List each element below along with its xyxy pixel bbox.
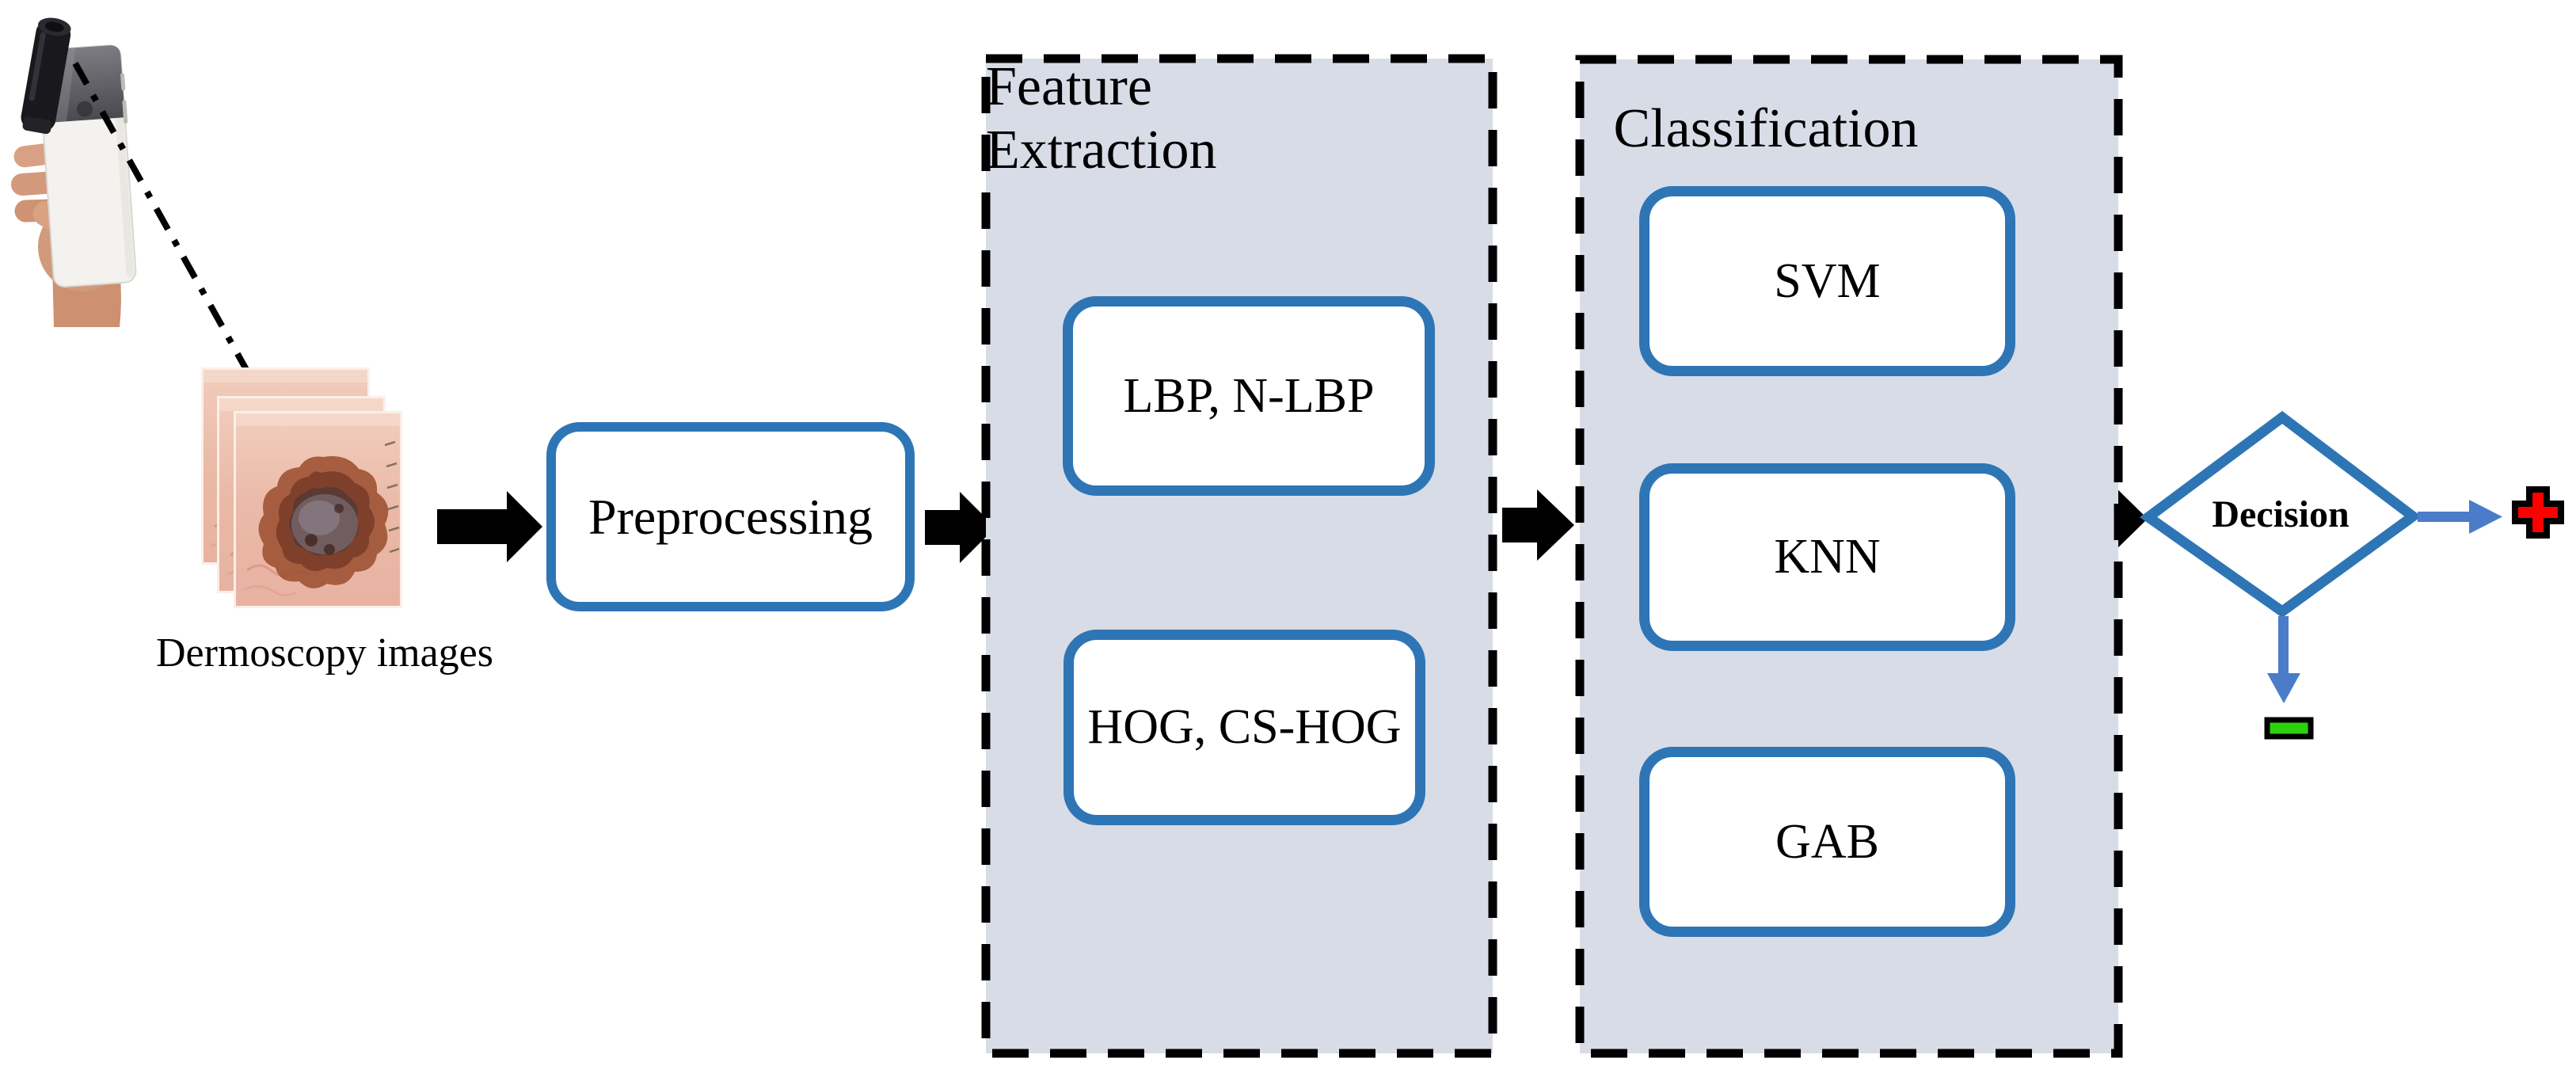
- negative-outcome-arrow: [2267, 616, 2300, 703]
- dermoscopy-image-stack: [201, 367, 402, 608]
- arrow-features-to-classification: [1502, 489, 1574, 561]
- hog-node: HOG, CS-HOG: [1064, 630, 1425, 825]
- dermoscopy-image: [234, 411, 402, 608]
- knn-label: KNN: [1774, 530, 1881, 584]
- svm-node: SVM: [1639, 186, 2015, 376]
- hog-label: HOG, CS-HOG: [1087, 700, 1402, 754]
- arrow-preprocessing-to-features: [925, 492, 995, 563]
- gab-label: GAB: [1775, 814, 1879, 869]
- lbp-node: LBP, N-LBP: [1063, 296, 1435, 496]
- green-minus-icon: [2264, 717, 2314, 740]
- feature-extraction-container: [981, 54, 1497, 1058]
- svm-label: SVM: [1774, 253, 1881, 308]
- preprocessing-node: Preprocessing: [546, 422, 915, 611]
- smartphone-dermoscope-illustration: [10, 17, 137, 327]
- gab-node: GAB: [1639, 747, 2015, 937]
- dermoscopy-images-label: Dermoscopy images: [155, 630, 493, 676]
- positive-outcome-arrow: [2418, 500, 2502, 534]
- preprocessing-label: Preprocessing: [588, 488, 873, 545]
- lbp-label: LBP, N-LBP: [1123, 368, 1375, 423]
- classification-title: Classification: [1613, 97, 1919, 159]
- decision-diamond: [2139, 410, 2422, 618]
- decision-node-label: Decision: [2212, 493, 2350, 535]
- feature-extraction-title: Feature Extraction: [986, 56, 1217, 181]
- red-plus-icon: [2512, 486, 2564, 539]
- arrow-images-to-preprocessing: [437, 491, 542, 562]
- knn-node: KNN: [1639, 463, 2015, 651]
